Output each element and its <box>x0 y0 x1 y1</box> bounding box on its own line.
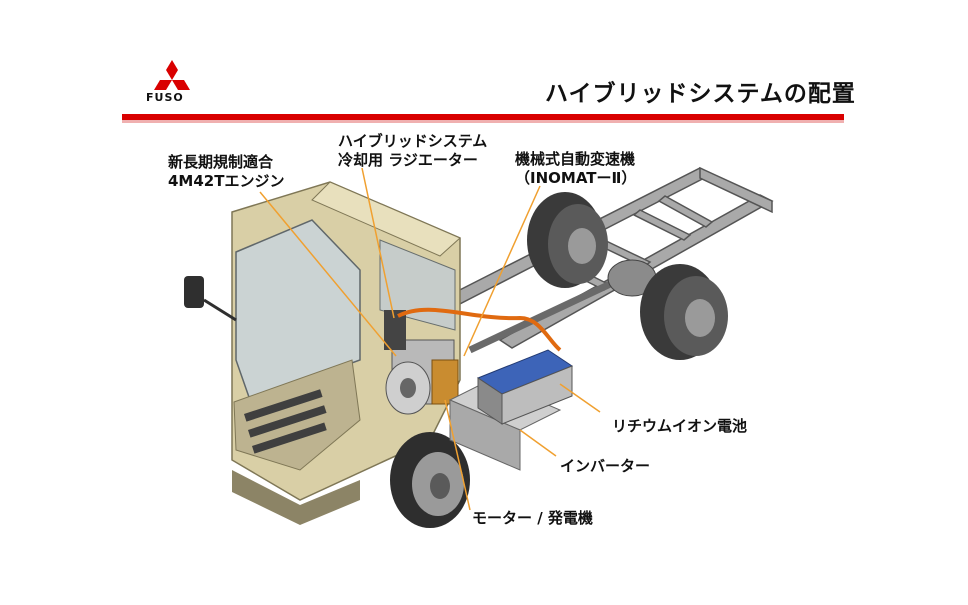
rear-wheel-right <box>640 264 728 360</box>
label-motor-generator: モーター / 発電機 <box>472 509 593 527</box>
label-engine: 新長期規制適合 4M42Tエンジン <box>168 153 285 190</box>
title-rule-shadow <box>122 120 844 123</box>
label-transmission: 機械式自動変速機 （INOMATーⅡ） <box>515 150 637 187</box>
page-title: ハイブリッドシステムの配置 <box>545 81 856 107</box>
brand-name: FUSO <box>146 91 184 104</box>
title-rule <box>122 114 844 120</box>
label-battery: リチウムイオン電池 <box>612 417 748 435</box>
truck-cab <box>231 181 461 525</box>
coolant-pipe <box>397 307 562 352</box>
label-inverter: インバーター <box>560 457 651 475</box>
label-radiator: ハイブリッドシステム 冷却用 ラジエーター <box>338 132 488 169</box>
motor-generator <box>431 359 459 405</box>
side-mirror <box>184 276 237 322</box>
mitsubishi-logo-icon <box>154 60 190 90</box>
rear-wheel-left <box>527 192 608 288</box>
radiator <box>384 310 406 350</box>
front-wheel <box>390 432 470 528</box>
lithium-ion-battery <box>476 349 574 425</box>
leader-lines <box>259 167 601 511</box>
